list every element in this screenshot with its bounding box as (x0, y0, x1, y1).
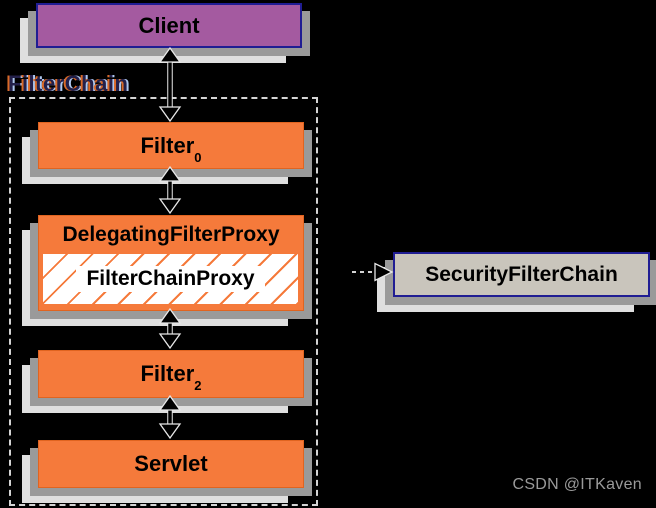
arrow-line (167, 60, 173, 109)
up-arrowhead-icon (158, 395, 182, 411)
filter2-label: Filter2 (140, 361, 202, 394)
down-arrowhead-icon (158, 198, 182, 214)
filter-chain-proxy-label: FilterChainProxy (76, 266, 265, 292)
filter-chain-proxy-box: FilterChainProxy (43, 254, 298, 304)
arrow-filter0-dfp-icon (158, 166, 182, 214)
filter0-box: Filter0 (38, 122, 304, 169)
arrow-line (167, 408, 173, 426)
up-arrowhead-icon (158, 166, 182, 182)
arrow-line (167, 321, 173, 336)
filter0-subscript: 0 (194, 149, 202, 165)
arrow-line (167, 179, 173, 201)
arrow-fcp-securityfilterchain-icon (352, 262, 394, 282)
right-arrowhead-icon (374, 262, 394, 282)
up-arrowhead-icon (158, 47, 182, 63)
filter2-subscript: 2 (194, 378, 202, 394)
security-filter-chain-label: SecurityFilterChain (425, 262, 618, 286)
security-filter-chain-box: SecurityFilterChain (393, 252, 650, 297)
client-label: Client (138, 12, 200, 38)
arrow-filter2-servlet-icon (158, 395, 182, 439)
up-arrowhead-icon (158, 308, 182, 324)
down-arrowhead-icon (158, 106, 182, 122)
client-box: Client (36, 3, 302, 48)
filter2-box: Filter2 (38, 350, 304, 398)
down-arrowhead-icon (158, 423, 182, 439)
down-arrowhead-icon (158, 333, 182, 349)
servlet-box: Servlet (38, 440, 304, 488)
arrow-client-filter0-icon (158, 47, 182, 122)
arrow-dfp-filter2-icon (158, 308, 182, 349)
filterchain-label: FilterChain (8, 71, 129, 96)
servlet-label: Servlet (134, 451, 208, 476)
filter0-label: Filter0 (140, 132, 202, 165)
filterchain-container: Filter0 DelegatingFilterProxy FilterChai… (9, 97, 318, 506)
watermark-text: CSDN @ITKaven (512, 476, 642, 493)
delegating-filter-proxy-box: DelegatingFilterProxy FilterChainProxy (38, 215, 304, 311)
delegating-filter-proxy-label: DelegatingFilterProxy (62, 223, 280, 246)
